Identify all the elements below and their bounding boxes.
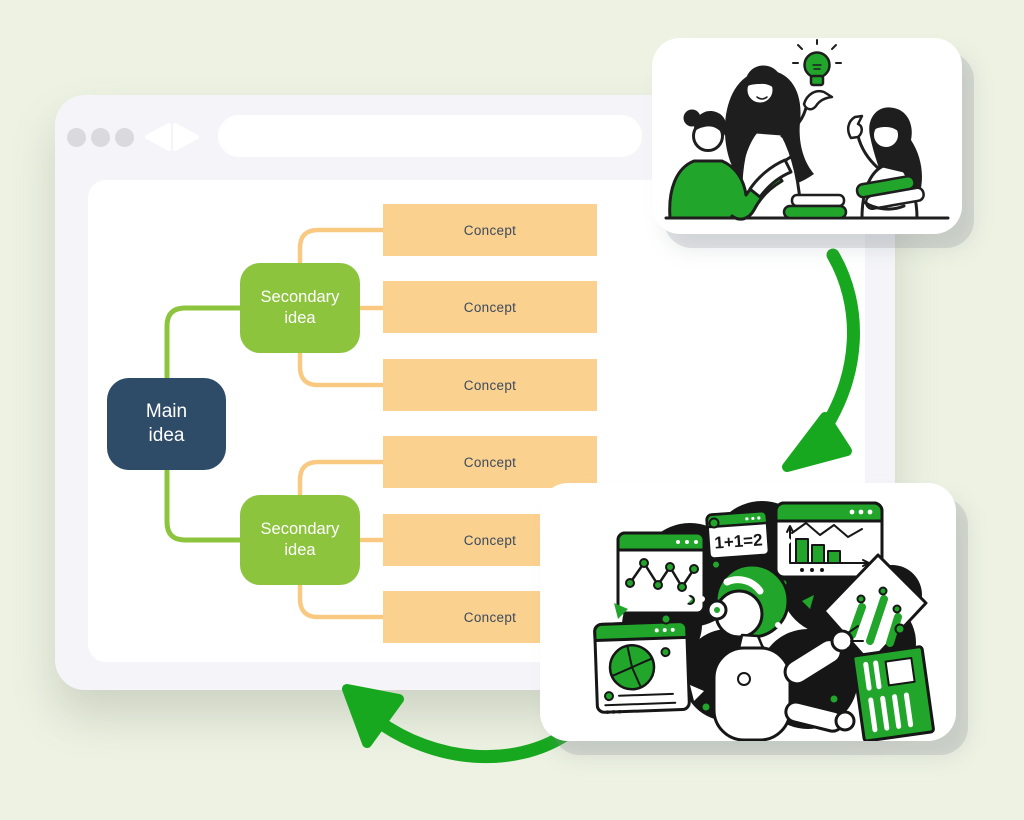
lightbulb-icon	[792, 39, 842, 87]
pie-chart-window	[593, 620, 691, 714]
back-icon[interactable]	[145, 123, 171, 151]
scatter-dots	[660, 517, 906, 713]
people-brainstorm-illustration	[664, 39, 950, 221]
mindmap-secondary-node[interactable]: Secondary idea	[240, 495, 360, 585]
window-control-dot[interactable]	[91, 128, 110, 147]
window-control-dot[interactable]	[67, 128, 86, 147]
mindmap-concept-node[interactable]: Concept	[383, 204, 597, 256]
window-control-dot[interactable]	[115, 128, 134, 147]
books-in-arms	[855, 174, 925, 211]
green-document	[851, 645, 935, 741]
address-bar[interactable]	[218, 115, 642, 157]
robot-figure	[706, 563, 845, 741]
brainstorm-card	[652, 38, 962, 234]
forward-icon[interactable]	[173, 123, 199, 151]
equation-text: 1+1=2	[714, 530, 763, 552]
scatter-shapes	[680, 535, 878, 701]
arrow-down-icon	[782, 248, 860, 472]
equation-window: 1+1=2	[705, 509, 771, 570]
mindmap-secondary-node[interactable]: Secondary idea	[240, 263, 360, 353]
mindmap-concept-node[interactable]: Concept	[383, 436, 597, 488]
mindmap-main-node[interactable]: Main idea	[107, 378, 226, 470]
robot-analytics-illustration: 1+1=2	[593, 501, 935, 741]
bar-chart-window	[774, 501, 884, 579]
robot-card: 1+1=2	[540, 483, 956, 741]
mindmap-concept-node[interactable]: Concept	[383, 281, 597, 333]
mindmap-concept-node[interactable]: Concept	[383, 359, 597, 411]
line-chart-window	[616, 531, 706, 615]
browser-nav	[145, 123, 199, 151]
arrow-left-icon	[342, 684, 572, 764]
books-on-table	[782, 193, 848, 220]
